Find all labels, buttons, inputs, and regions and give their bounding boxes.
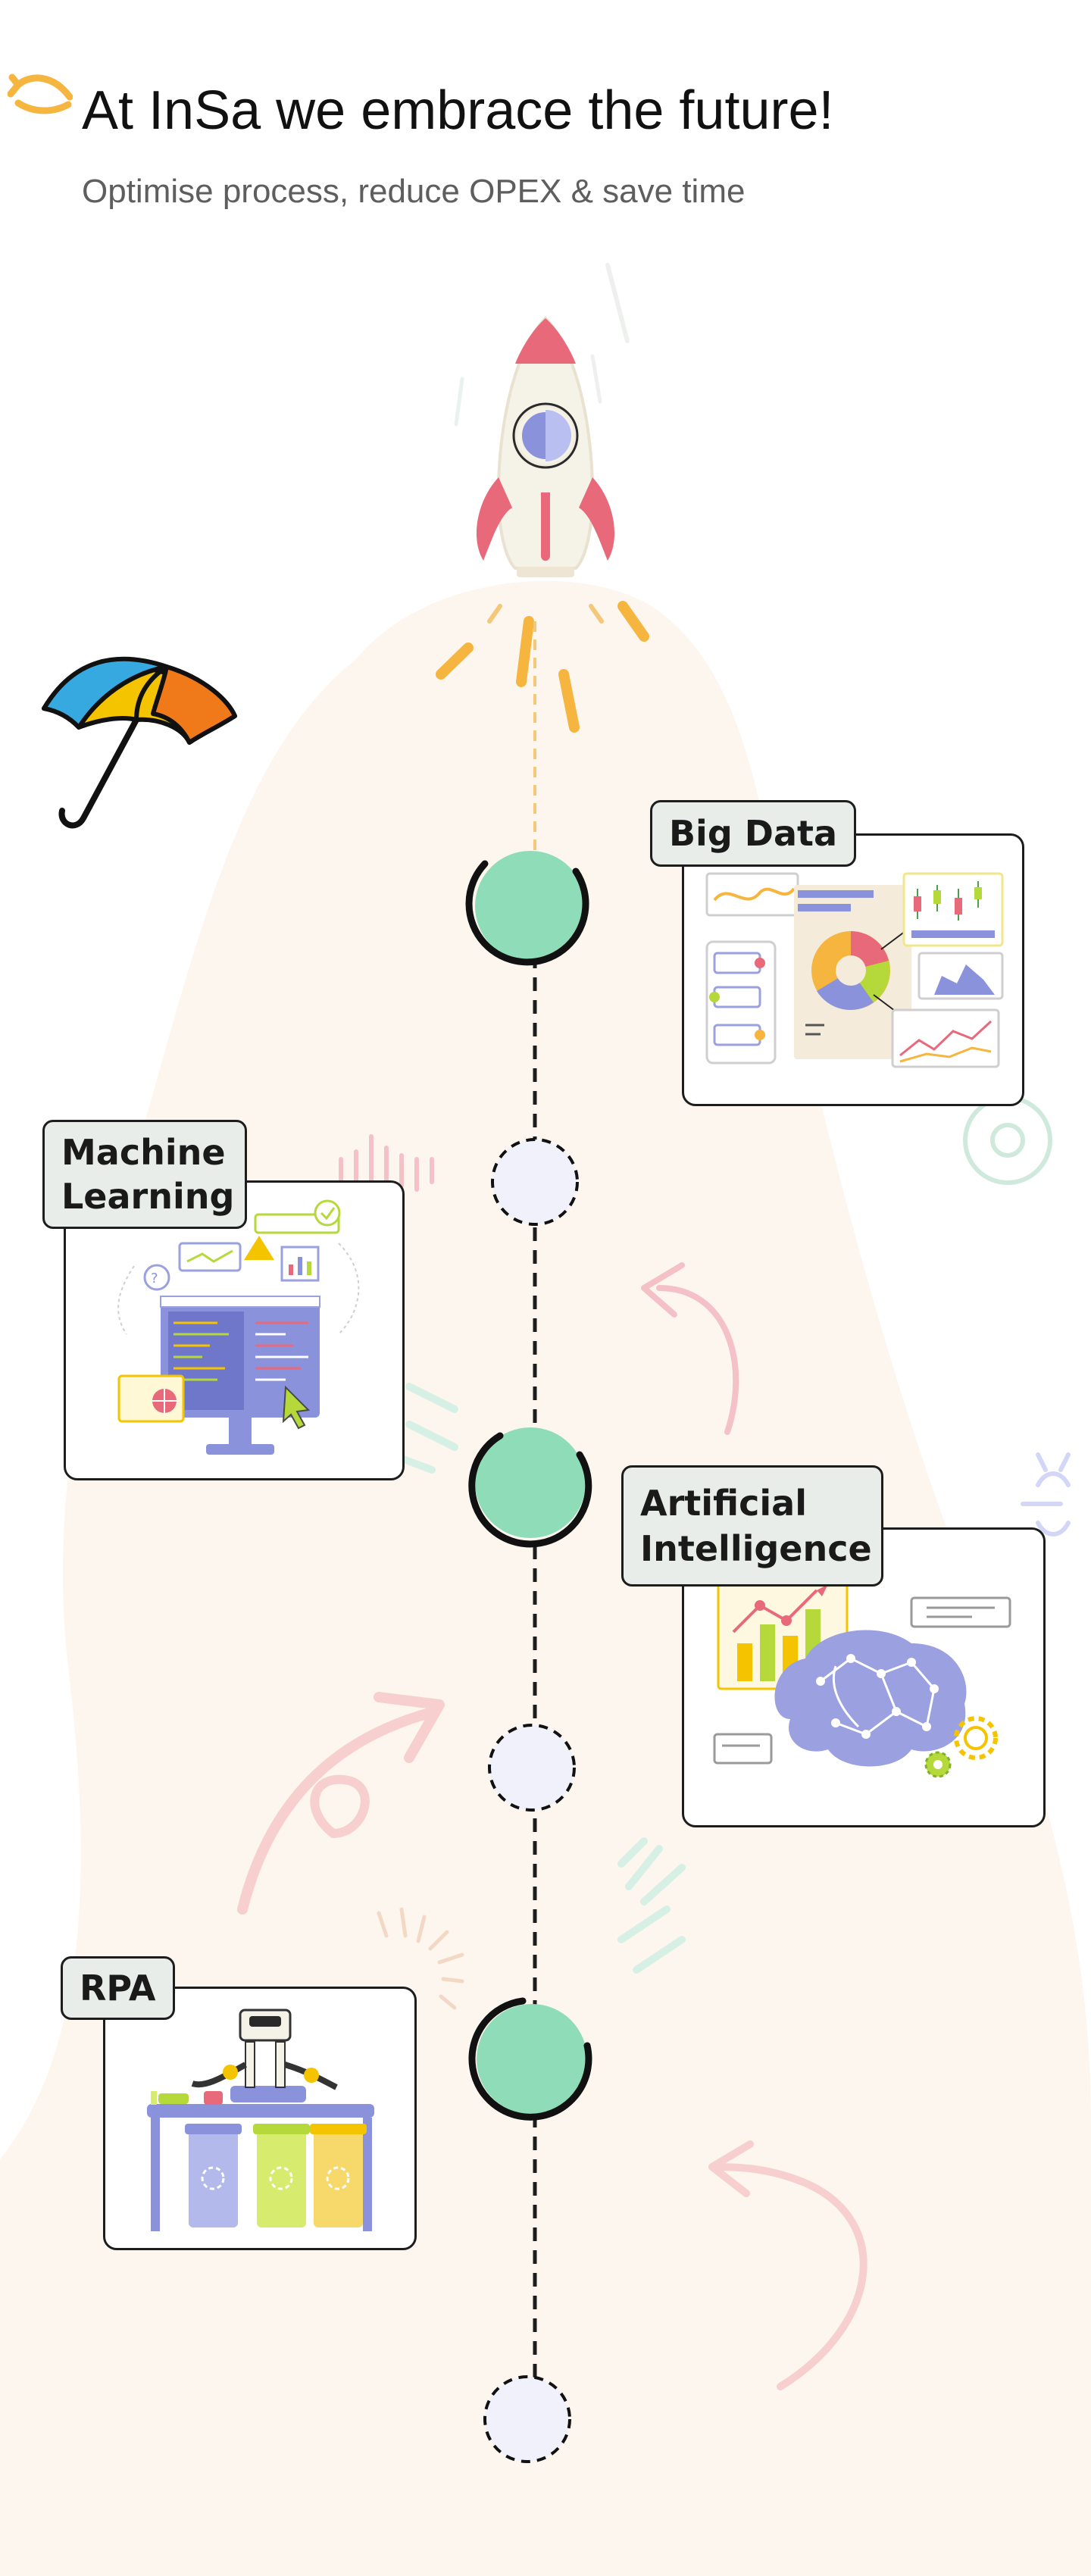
svg-text:?: ? <box>151 1271 158 1286</box>
big-data-illustration <box>705 872 1004 1068</box>
return-arrow-icon <box>8 73 73 114</box>
page-title: At InSa we embrace the future! <box>82 80 834 141</box>
timeline-node-empty <box>488 1724 576 1812</box>
tag-machine-learning: Machine Learning <box>42 1120 247 1229</box>
umbrella-icon <box>42 656 237 829</box>
card-rpa <box>103 1987 417 2250</box>
rpa-illustration <box>147 2009 374 2231</box>
card-machine-learning: ? <box>64 1180 405 1480</box>
page-subtitle: Optimise process, reduce OPEX & save tim… <box>82 173 746 210</box>
tag-label: Artificial Intelligence <box>640 1483 872 1569</box>
timeline-node-empty <box>491 1138 579 1226</box>
tag-label: Machine Learning <box>61 1132 235 1217</box>
tag-label: RPA <box>80 1968 156 2009</box>
artificial-intelligence-illustration <box>713 1581 1011 1778</box>
machine-learning-illustration: ? <box>117 1199 360 1455</box>
timeline-node-filled <box>475 1427 586 1538</box>
tag-rpa: RPA <box>61 1956 175 2020</box>
tag-artificial-intelligence: Artificial Intelligence <box>621 1465 883 1587</box>
timeline-node-filled <box>477 2004 587 2115</box>
timeline-node-empty <box>483 2375 571 2463</box>
card-big-data <box>682 833 1024 1106</box>
tag-label: Big Data <box>669 813 838 854</box>
rocket-icon <box>436 263 649 733</box>
timeline-node-filled <box>475 851 586 961</box>
tag-big-data: Big Data <box>650 800 857 867</box>
